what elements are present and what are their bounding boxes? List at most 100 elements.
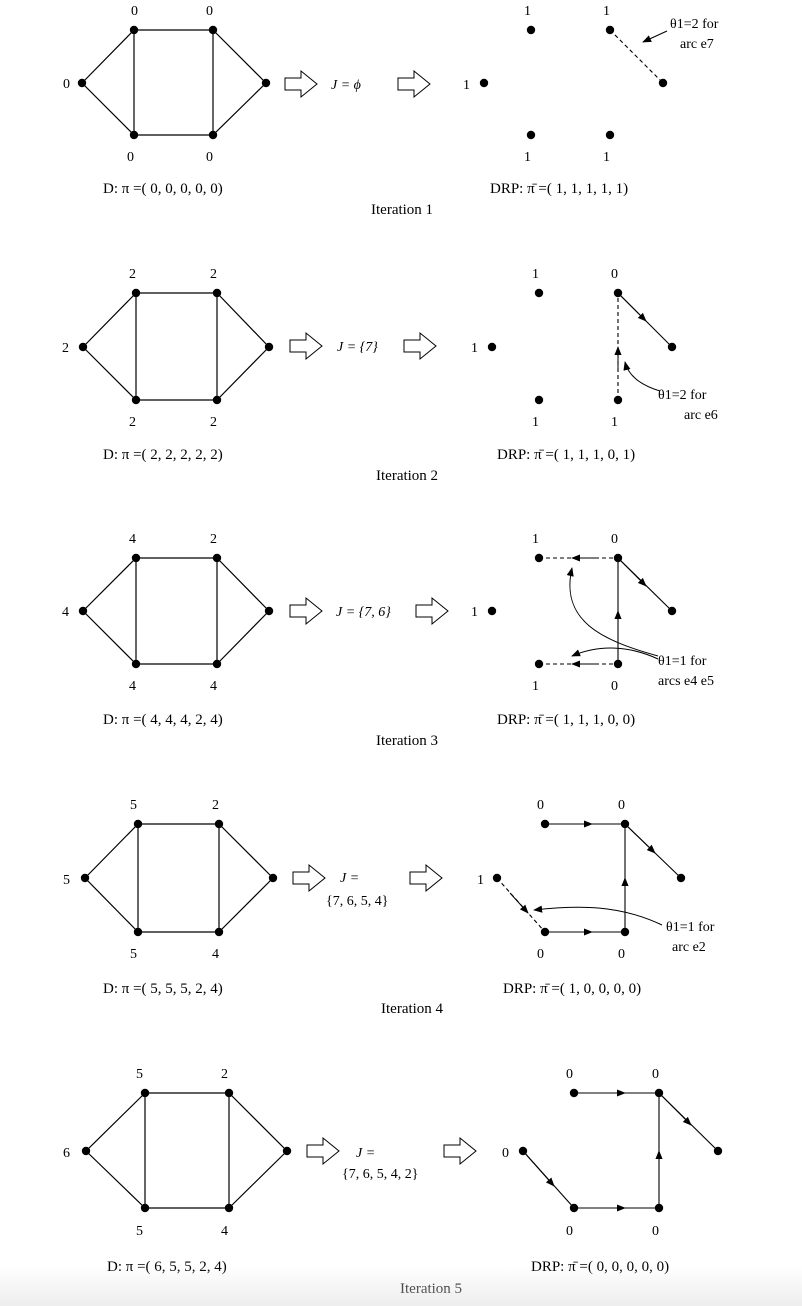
drp-vertex-label: 0 [652, 1067, 659, 1082]
drp-vertex-label: 1 [471, 605, 478, 620]
theta-annotation: θ1=1 for [658, 654, 707, 669]
drp-vertex-label: 1 [611, 415, 618, 430]
drp-vertex-label: 0 [611, 267, 618, 282]
iteration-title: Iteration 5 [400, 1281, 462, 1297]
iteration-title: Iteration 4 [381, 1001, 444, 1017]
dual-caption: D: π =( 5, 5, 5, 2, 4) [103, 981, 223, 997]
dual-graph [82, 557, 270, 665]
vertex-label: 5 [136, 1224, 143, 1239]
dual-graph-vertices [78, 288, 274, 405]
drp-vertex-label: 1 [524, 4, 531, 19]
theta-annotation: arc e2 [672, 940, 706, 955]
vertex-label: 5 [136, 1067, 143, 1082]
drp-vertex-label: 1 [463, 78, 470, 93]
iteration-title: Iteration 1 [371, 202, 433, 218]
vertex-label: 5 [63, 873, 70, 888]
drp-vertex-label: 0 [611, 532, 618, 547]
drp-graph [492, 819, 686, 937]
iteration-1: 0 0 0 0 0 J = ϕ 1 1 1 1 1 θ1=2 for arc e… [63, 4, 719, 218]
vertex-label: 2 [129, 415, 136, 430]
vertex-label: 0 [206, 150, 213, 165]
vertex-label: 4 [221, 1224, 228, 1239]
drp-vertex-label: 0 [537, 798, 544, 813]
drp-vertex-label: 0 [652, 1224, 659, 1239]
drp-vertex-label: 1 [532, 679, 539, 694]
drp-vertex-label: 0 [502, 1146, 509, 1161]
drp-caption: DRP: π̄ =( 0, 0, 0, 0, 0) [531, 1259, 669, 1275]
vertex-label: 0 [63, 77, 70, 92]
vertex-label: 2 [62, 341, 69, 356]
drp-vertex-label: 0 [618, 947, 625, 962]
dual-caption: D: π =( 2, 2, 2, 2, 2) [103, 447, 223, 463]
j-set-line-1: J = [340, 871, 359, 886]
hollow-arrow-icon [443, 1136, 477, 1166]
dual-graph-vertices [78, 553, 274, 669]
drp-vertex-label: 1 [532, 267, 539, 282]
vertex-label: 2 [210, 532, 217, 547]
vertex-label: 2 [129, 267, 136, 282]
hollow-arrow-icon [306, 1136, 340, 1166]
dual-caption: D: π =( 0, 0, 0, 0, 0) [103, 181, 223, 197]
iteration-title: Iteration 3 [376, 733, 438, 749]
theta-annotation: θ1=1 for [666, 920, 715, 935]
vertex-label: 5 [130, 947, 137, 962]
vertex-label: 0 [131, 4, 138, 19]
dual-graph-vertices [77, 25, 271, 140]
drp-caption: DRP: π̄ =( 1, 1, 1, 1, 1) [490, 181, 628, 197]
vertex-label: 4 [210, 679, 217, 694]
vertex-label: 2 [221, 1067, 228, 1082]
drp-vertex-label: 0 [618, 798, 625, 813]
hollow-arrow-icon [284, 69, 318, 99]
drp-vertex-label: 1 [603, 150, 610, 165]
dual-graph-vertices [80, 819, 278, 937]
hollow-arrow-icon [397, 69, 431, 99]
drp-vertex-label: 0 [611, 679, 618, 694]
j-set-line-1: J = [356, 1146, 375, 1161]
drp-vertex-label: 1 [524, 150, 531, 165]
drp-vertex-label: 1 [532, 532, 539, 547]
theta-annotation: arcs e4 e5 [658, 674, 714, 689]
vertex-label: 0 [127, 150, 134, 165]
drp-graph [487, 288, 677, 405]
vertex-label: 4 [129, 679, 136, 694]
hollow-arrow-icon [292, 863, 326, 893]
drp-vertex-label: 1 [477, 873, 484, 888]
hollow-arrow-icon [409, 863, 443, 893]
drp-vertex-label: 1 [471, 341, 478, 356]
drp-graph [479, 25, 668, 140]
j-set: J = ϕ [331, 78, 361, 93]
drp-graph [487, 553, 677, 669]
iteration-3: 4 2 4 4 4 J = {7, 6} 1 0 1 1 0 θ [62, 532, 714, 749]
j-set: J = {7} [337, 340, 378, 355]
drp-graph [518, 1088, 723, 1213]
dual-caption: D: π =( 6, 5, 5, 2, 4) [107, 1259, 227, 1275]
drp-caption: DRP: π̄ =( 1, 1, 1, 0, 0) [497, 712, 635, 728]
dual-caption: D: π =( 4, 4, 4, 2, 4) [103, 712, 223, 728]
theta-annotation: θ1=2 for [670, 17, 719, 32]
dual-graph [81, 29, 267, 136]
vertex-label: 6 [63, 1146, 70, 1161]
j-set-line-2: {7, 6, 5, 4, 2} [342, 1167, 418, 1182]
vertex-label: 2 [210, 267, 217, 282]
dual-graph [85, 1092, 288, 1209]
drp-vertex-label: 1 [532, 415, 539, 430]
hollow-arrow-icon [289, 331, 323, 361]
j-set-line-2: {7, 6, 5, 4} [326, 894, 388, 909]
vertex-label: 4 [129, 532, 136, 547]
vertex-label: 2 [212, 798, 219, 813]
vertex-label: 4 [212, 947, 219, 962]
iteration-2: 2 2 2 2 2 J = {7} 1 0 1 1 1 θ1=2 for arc… [62, 267, 718, 484]
drp-vertex-label: 1 [603, 4, 610, 19]
drp-vertex-label: 0 [537, 947, 544, 962]
hollow-arrow-icon [289, 596, 323, 626]
theta-annotation: arc e6 [684, 408, 718, 423]
theta-annotation: arc e7 [680, 37, 714, 52]
drp-vertex-label: 0 [566, 1224, 573, 1239]
hollow-arrow-icon [403, 331, 437, 361]
vertex-label: 2 [210, 415, 217, 430]
hollow-arrow-icon [415, 596, 449, 626]
dual-graph [82, 292, 270, 401]
theta-annotation: θ1=2 for [658, 388, 707, 403]
iteration-5: 5 2 6 5 4 J = {7, 6, 5, 4, 2} 0 0 0 [63, 1067, 723, 1297]
